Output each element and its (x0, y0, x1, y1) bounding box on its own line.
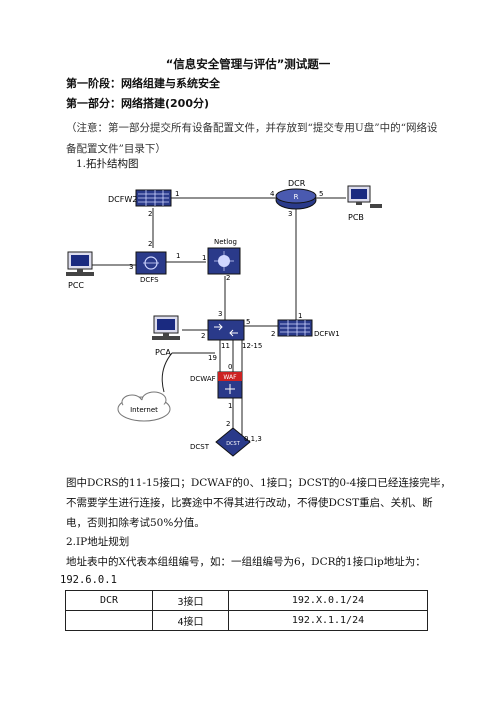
ip-address-table: DCR 3接口 192.X.0.1/24 4接口 192.X.1.1/24 (65, 590, 428, 631)
pcc-computer-icon (66, 251, 94, 276)
connection-lines (92, 197, 346, 440)
dcr-router-icon (275, 188, 317, 210)
dcfw2-firewall-icon (135, 189, 172, 207)
section1-heading: 1.拓扑结构图 (76, 158, 139, 170)
dcfs-label: DCFS (140, 276, 159, 284)
port-label: 4 (270, 190, 275, 198)
port-label: 2 (201, 332, 205, 340)
pcb-computer-icon (347, 185, 382, 208)
port-label: 11 (221, 342, 230, 350)
section2-heading: 2.IP地址规划 (66, 536, 130, 548)
netlog-device-icon (207, 247, 241, 275)
port-label: 1 (176, 252, 180, 260)
dcr-inner-label: R (294, 193, 299, 201)
topology-diagram: DCFW2 1 2 R DCR 4 5 3 PCB DCFS 2 1 3 Net… (66, 179, 382, 457)
dcwaf-device-icon (217, 371, 243, 399)
table-cell: 192.X.0.1/24 (228, 590, 428, 611)
dcfw1-label: DCFW1 (314, 330, 340, 338)
port-label: 2 (226, 420, 230, 428)
dcst-inner-label: DCST (226, 441, 241, 447)
internet-label: Internet (130, 406, 158, 414)
port-label: 1 (228, 402, 232, 410)
pcb-label: PCB (348, 213, 364, 222)
dcfs-device-icon (135, 251, 167, 275)
dcfw2-label: DCFW2 (108, 195, 137, 204)
dcst-device-icon (215, 427, 251, 457)
dcrs-switch-icon (207, 319, 245, 341)
port-label: 3 (129, 263, 133, 271)
internet-cloud-icon (117, 391, 171, 422)
port-label: 2 (148, 210, 152, 218)
note-text: （注意：第一部分提交所有设备配置文件，并存放到“提交专用U盘”中的“网络设备配置… (66, 122, 438, 155)
port-label: 2 (226, 274, 230, 282)
pca-label: PCA (155, 348, 171, 357)
port-label: 2 (271, 330, 275, 338)
page-title: “信息安全管理与评估”测试题一 (165, 57, 331, 71)
table-cell (65, 610, 153, 631)
port-label: 2 (148, 240, 152, 248)
port-label: 5 (246, 318, 250, 326)
waf-inner-label: WAF (223, 374, 237, 381)
port-label: 0 (228, 363, 232, 371)
port-label: 0,1,3 (244, 435, 262, 443)
dcst-label: DCST (190, 443, 210, 451)
pcc-label: PCC (68, 281, 84, 290)
dcfw1-firewall-icon (277, 319, 313, 337)
table-cell: 3接口 (152, 590, 229, 611)
pca-computer-icon (152, 315, 180, 340)
port-label: 3 (218, 310, 222, 318)
netlog-label: Netlog (214, 238, 237, 246)
table-row: DCR 3接口 192.X.0.1/24 (65, 590, 428, 611)
port-label: 1 (298, 312, 302, 320)
dcwaf-label: DCWAF (190, 375, 216, 383)
paragraph-connection-note: 图中DCRS的11-15接口；DCWAF的0、1接口；DCST的0-4接口已经连… (66, 477, 451, 529)
stage-heading: 第一阶段：网络组建与系统安全 (66, 77, 220, 90)
table-cell: 4接口 (152, 610, 229, 631)
port-label: 3 (288, 210, 292, 218)
table-row: 4接口 192.X.1.1/24 (65, 610, 428, 631)
paragraph-ip-note: 地址表中的X代表本组组编号，如：一组组编号为6，DCR的1接口ip地址为： (66, 556, 426, 568)
port-label: 19 (208, 354, 217, 362)
example-ip: 192.6.0.1 (60, 574, 117, 586)
port-label: 1 (175, 190, 179, 198)
part-heading: 第一部分：网络搭建(200分) (66, 97, 210, 110)
table-cell: DCR (65, 590, 153, 611)
port-label: 1 (202, 254, 206, 262)
port-label: 5 (319, 190, 323, 198)
port-label: 12-15 (242, 342, 262, 350)
table-cell: 192.X.1.1/24 (228, 610, 428, 631)
dcr-label: DCR (288, 179, 306, 188)
